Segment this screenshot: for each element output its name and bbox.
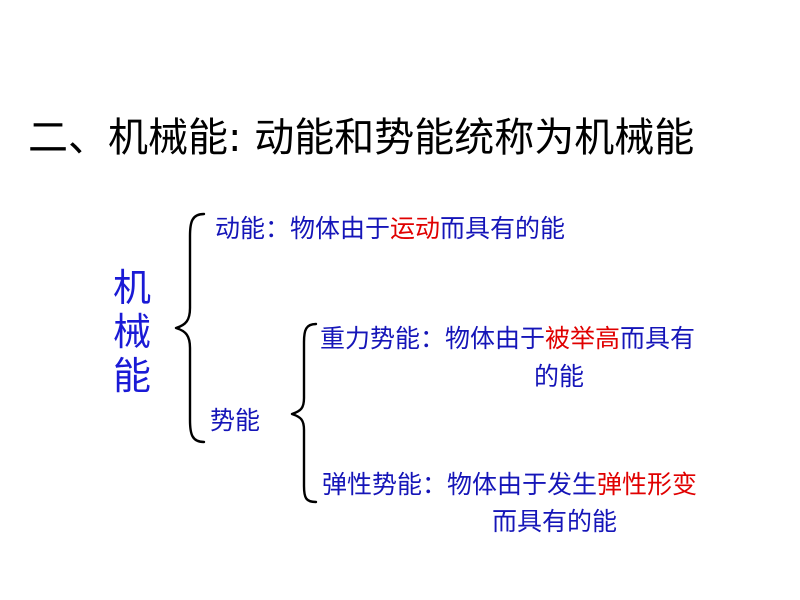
outer-brace — [174, 212, 206, 444]
gravity-emphasis: 被举高 — [545, 324, 621, 353]
elastic-prefix: 弹性势能：物体由于发生 — [322, 470, 598, 499]
page-title: 二、机械能: 动能和势能统称为机械能 — [28, 115, 695, 161]
potential-energy-label: 势能 — [210, 406, 261, 435]
gravity-prefix: 重力势能：物体由于 — [320, 324, 546, 353]
gravitational-potential-continuation: 的能 — [534, 362, 585, 391]
inner-brace — [290, 322, 318, 504]
gravitational-potential-definition: 重力势能：物体由于被举高而具有 — [320, 324, 695, 354]
vertical-char-2: 械 — [112, 310, 151, 354]
vertical-char-1: 机 — [112, 266, 151, 310]
kinetic-emphasis: 运动 — [390, 214, 441, 243]
gravity-suffix: 而具有 — [620, 324, 696, 353]
elastic-potential-definition: 弹性势能：物体由于发生弹性形变 — [322, 470, 697, 500]
kinetic-prefix: 动能：物体由于 — [215, 214, 391, 243]
vertical-char-3: 能 — [112, 354, 151, 398]
kinetic-suffix: 而具有的能 — [440, 214, 566, 243]
kinetic-energy-definition: 动能：物体由于运动而具有的能 — [215, 214, 565, 244]
mechanical-energy-label: 机 械 能 — [106, 266, 158, 398]
elastic-emphasis: 弹性形变 — [597, 470, 698, 499]
elastic-potential-continuation: 而具有的能 — [492, 507, 618, 536]
